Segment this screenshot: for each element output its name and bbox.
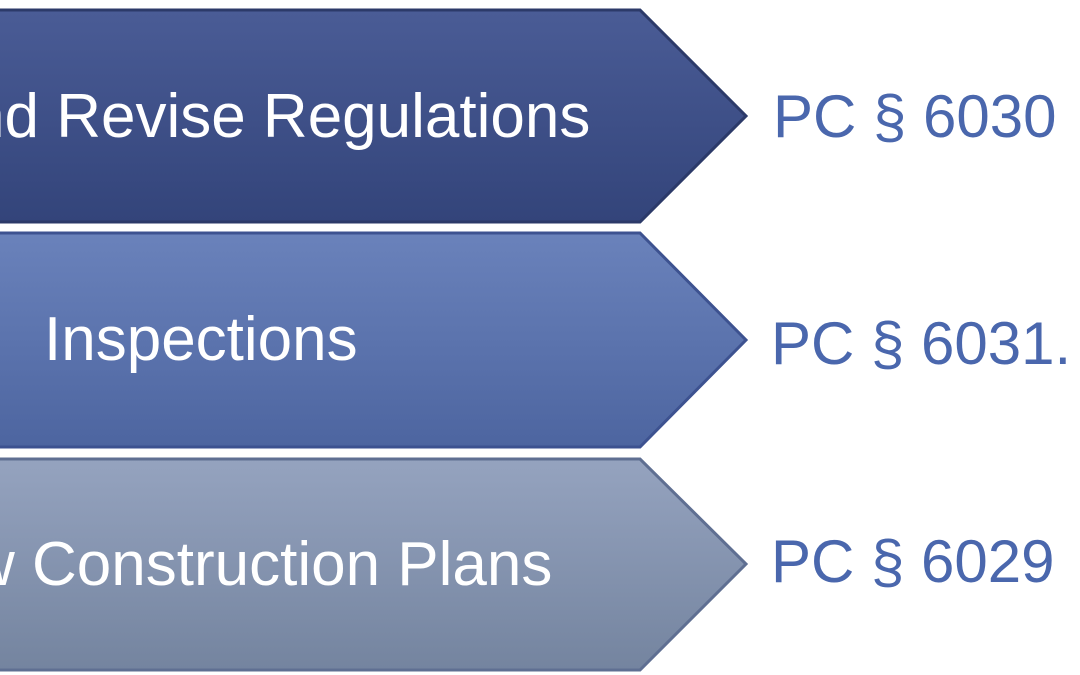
step-label-inspections: Inspections [44,305,358,374]
step-arrow-1 [0,8,749,224]
step-arrow-2 [0,231,749,449]
statute-ref-regulations: PC § 6030 [773,83,1057,150]
statute-ref-inspections: PC § 6031. [771,310,1072,377]
step-label-regulations: nd Revise Regulations [0,82,591,151]
step-label-construction-plans: w Construction Plans [0,530,553,599]
statute-ref-construction-plans: PC § 6029 [771,528,1055,595]
step-arrow-3 [0,457,749,672]
